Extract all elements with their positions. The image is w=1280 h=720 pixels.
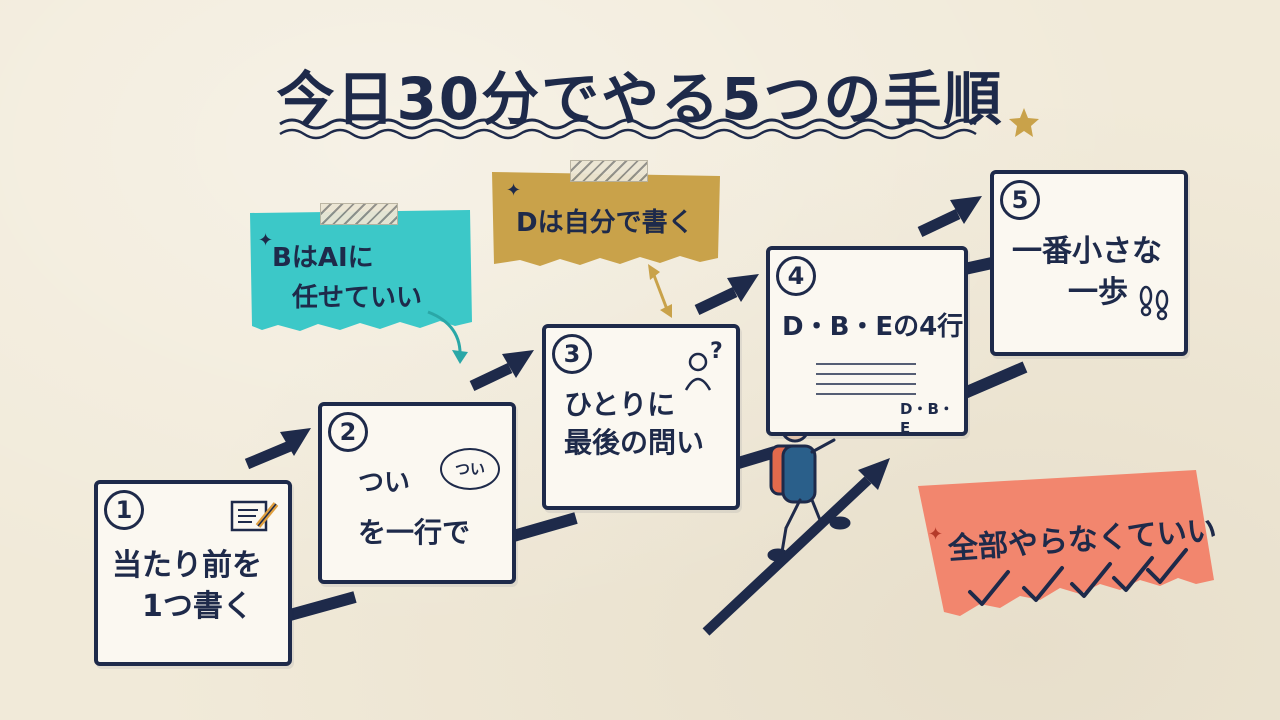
step-5-line2: 一歩 [1068, 274, 1128, 310]
title-underline-1 [279, 118, 977, 130]
coral-note-shape [918, 470, 1214, 616]
checkmark-icon [1022, 566, 1064, 602]
step-4-line1: D・B・Eの4行 [782, 312, 964, 342]
step-card-4: 4 D・B・Eの4行 D・B・E [766, 246, 968, 437]
star-icon [1009, 108, 1039, 137]
memo-pencil-icon [230, 500, 279, 532]
arrow-2-to-3 [469, 350, 534, 391]
step-number-1: 1 [104, 490, 144, 530]
step-card-1: 1 当たり前を 1つ書く [94, 480, 292, 666]
step-text-5: 一番小さな 一歩 [1012, 232, 1162, 313]
sparkle-icon: ✦ [506, 180, 522, 201]
checkmark-icon [968, 570, 1010, 606]
arrow-3-to-4 [694, 274, 759, 315]
step-text-3: ひとりに 最後の問い [564, 386, 704, 462]
step-number-2: 2 [328, 412, 368, 452]
stair-4 [957, 361, 1028, 401]
footprints-icon [1139, 285, 1169, 321]
step-4-label: D・B・E [900, 400, 954, 437]
sparkle-icon: ✦ [258, 230, 274, 251]
checkmark-icon [1146, 548, 1188, 584]
stair-1 [288, 591, 357, 621]
step-2-line1: つい [358, 468, 411, 498]
checkmark-icon-row [968, 548, 1188, 606]
teal-note-line2: 任せていい [292, 283, 423, 313]
gold-note-arrow [650, 269, 670, 313]
step-1-line1: 当たり前を [112, 548, 262, 583]
step-text-1: 当たり前を 1つ書く [112, 546, 262, 627]
gold-note-shape [492, 172, 720, 266]
gold-note-text: Dは自分で書く [516, 208, 694, 238]
tape-teal [320, 203, 398, 225]
arrow-1-to-2 [244, 428, 311, 470]
lined-paper-icon [816, 363, 916, 395]
step-3-line1: ひとりに [564, 388, 676, 421]
teal-note-shape [250, 210, 472, 331]
speech-bubble-icon: つい [440, 448, 500, 490]
step-number-4: 4 [776, 256, 816, 296]
step-3-line2: 最後の問い [564, 425, 705, 459]
person-question-icon: ? [684, 339, 723, 391]
checkmark-icon [1070, 562, 1112, 598]
teal-note-text: BはAIに 任せていい [272, 238, 422, 318]
step-card-2: 2 つい つい を一行で [318, 402, 516, 584]
title-underline-2 [279, 128, 977, 140]
step-number-3: 3 [552, 334, 592, 374]
step-card-3: 3 ? ひとりに 最後の問い [542, 324, 740, 510]
teal-note-line1: BはAIに [272, 243, 374, 273]
arrow-4-to-5 [917, 196, 982, 237]
checkmark-icon [1112, 556, 1154, 592]
stair-2 [508, 512, 578, 543]
tape-gold [570, 160, 648, 182]
step-5-line1: 一番小さな [1012, 234, 1162, 269]
step-2-line2: を一行で [358, 516, 471, 549]
stair-3 [733, 446, 777, 470]
step-number-5: 5 [1000, 180, 1040, 220]
step-1-line2: 1つ書く [142, 588, 253, 624]
step-card-5: 5 一番小さな 一歩 [990, 170, 1188, 356]
svg-text:?: ? [710, 339, 723, 364]
sparkle-icon: ✦ [928, 524, 944, 545]
